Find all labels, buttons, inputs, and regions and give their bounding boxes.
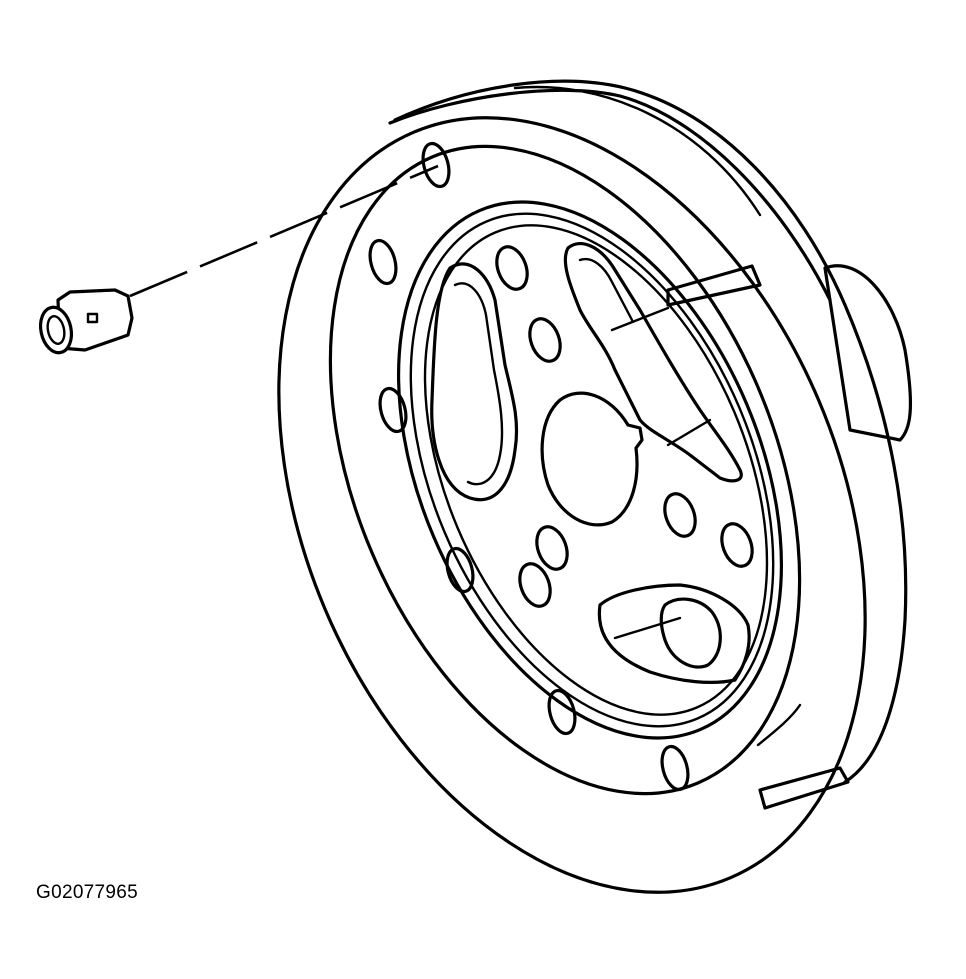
window-lower: [597, 583, 751, 684]
rim-band-top: [388, 88, 832, 302]
window-left: [430, 262, 519, 502]
reference-line: [666, 418, 712, 447]
rim-slot-upper: [666, 264, 762, 307]
rim-hole: [368, 238, 398, 286]
bolt-hole: [663, 492, 697, 538]
bolt-hole: [528, 317, 562, 363]
rim-hole: [547, 688, 577, 736]
rim-inner-ring: [328, 144, 802, 796]
outer-rim-back: [393, 79, 908, 784]
reference-line: [613, 616, 682, 640]
bolt-hole: [720, 522, 754, 568]
rim-hole: [660, 744, 690, 792]
center-bore: [540, 391, 644, 527]
window-upper-right: [563, 242, 743, 483]
rim-hole: [378, 386, 408, 434]
installation-path-line: [129, 164, 439, 298]
dowel-pin: [38, 288, 134, 355]
bolt-hole: [495, 245, 529, 291]
bolt-hole: [535, 525, 569, 571]
rim-edge-lower: [756, 703, 802, 747]
rim-band-inner: [513, 85, 762, 217]
dowel-pin-bore: [46, 315, 66, 345]
window-left-inner: [453, 282, 504, 486]
hub-ring-mid: [409, 212, 775, 728]
dowel-pin-slot: [86, 312, 99, 324]
rim-slot-lower: [758, 766, 850, 810]
hub-ring-inner: [423, 224, 769, 716]
hub-ring-outer: [397, 200, 783, 740]
window-upper-right-inner: [578, 257, 634, 322]
hub-bolt-holes: [495, 245, 754, 608]
bolt-hole: [518, 562, 552, 608]
harmonic-balancer: [277, 79, 913, 894]
dowel-pin-end: [38, 305, 74, 355]
rim-holes: [368, 141, 690, 792]
reference-line: [610, 306, 670, 332]
figure-code: G02077965: [36, 882, 139, 903]
rim-hole: [421, 141, 451, 189]
window-lower-inner-boss: [659, 597, 722, 669]
rim-hole: [445, 546, 475, 594]
